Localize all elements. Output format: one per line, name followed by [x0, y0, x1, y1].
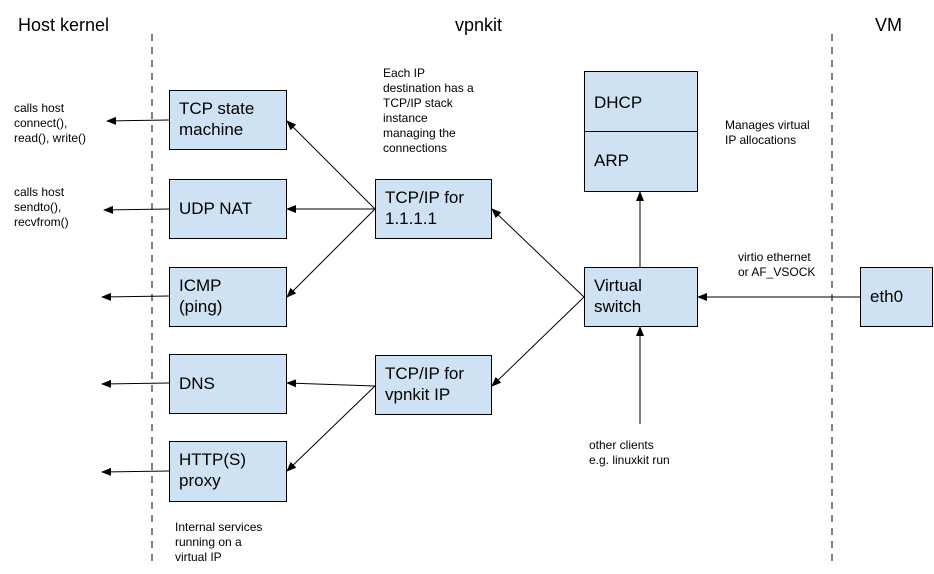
virtual-switch-box: Virtual switch: [584, 267, 698, 327]
arrow-tcp-to-host: [106, 116, 170, 125]
arrow-vpnkit-stack-to-http: [286, 385, 376, 472]
note-virtio: virtio ethernet or AF_VSOCK: [738, 250, 815, 280]
note-line: destination has a: [383, 81, 474, 95]
note-line: virtual IP: [175, 550, 222, 564]
virtual-switch-line-1: Virtual: [594, 276, 642, 295]
arrow-stack-to-icmp: [286, 208, 376, 298]
note-line: calls host: [14, 185, 65, 199]
tcpip-1111-line-1: TCP/IP for: [385, 188, 465, 207]
arrow-switch-to-stack-1111: [491, 208, 585, 298]
arrow-switch-to-stack-vpnkit: [491, 296, 585, 387]
note-line: running on a: [175, 535, 242, 549]
arrow-http-to-host: [101, 467, 170, 476]
http-proxy-line-1: HTTP(S): [179, 450, 247, 469]
arrow-stack-to-tcp: [286, 120, 376, 210]
note-manages-ip: Manages virtual IP allocations: [725, 118, 810, 148]
tcp-state-machine-line-2: machine: [179, 120, 244, 139]
virtual-switch-line-2: switch: [594, 297, 642, 316]
note-line: IP allocations: [725, 133, 797, 147]
note-line: connections: [383, 141, 448, 155]
arp-label: ARP: [594, 151, 629, 170]
tcpip-vpnkit-box: TCP/IP for vpnkit IP: [375, 355, 492, 415]
arrow-udp-to-host: [103, 205, 170, 214]
note-line: Internal services: [175, 520, 263, 534]
udp-nat-label: UDP NAT: [179, 199, 253, 218]
note-line: other clients: [589, 438, 654, 452]
tcpip-vpnkit-line-1: TCP/IP for: [385, 364, 465, 383]
note-line: connect(),: [14, 116, 68, 130]
dns-box: DNS: [169, 354, 287, 414]
eth0-label: eth0: [870, 287, 904, 306]
tcpip-1111-line-2: 1.1.1.1: [385, 209, 437, 228]
note-calls-sendto: calls host sendto(), recvfrom(): [14, 185, 69, 230]
eth0-box: eth0: [860, 267, 933, 327]
tcpip-vpnkit-line-2: vpnkit IP: [385, 385, 451, 404]
note-line: TCP/IP stack: [383, 96, 453, 110]
dhcp-label: DHCP: [594, 93, 643, 112]
udp-nat-box: UDP NAT: [169, 179, 287, 239]
icmp-line-2: (ping): [179, 297, 223, 316]
host-kernel-heading: Host kernel: [18, 15, 110, 35]
note-stack-instance: Each IP destination has a TCP/IP stack i…: [383, 66, 474, 156]
note-line: Each IP: [383, 66, 426, 80]
vpnkit-heading: vpnkit: [455, 15, 503, 35]
dhcp-box: DHCP: [584, 71, 698, 132]
arrow-icmp-to-host: [101, 292, 170, 301]
note-line: virtio ethernet: [738, 250, 811, 264]
arrow-dns-to-host: [101, 379, 170, 388]
http-proxy-box: HTTP(S) proxy: [169, 441, 287, 502]
note-line: recvfrom(): [14, 215, 69, 229]
note-line: e.g. linuxkit run: [589, 453, 670, 467]
icmp-box: ICMP (ping): [169, 267, 287, 327]
tcp-state-machine-line-1: TCP state: [179, 99, 255, 118]
note-calls-connect: calls host connect(), read(), write(): [14, 101, 86, 146]
note-line: Manages virtual: [725, 118, 810, 132]
arp-box: ARP: [584, 131, 698, 192]
note-internal-services: Internal services running on a virtual I…: [175, 520, 262, 565]
tcpip-1111-box: TCP/IP for 1.1.1.1: [375, 179, 492, 239]
icmp-line-1: ICMP: [179, 276, 222, 295]
http-proxy-line-2: proxy: [179, 471, 221, 490]
vm-heading: VM: [875, 15, 902, 35]
note-line: or AF_VSOCK: [738, 265, 816, 279]
note-line: managing the: [383, 126, 456, 140]
note-line: read(), write(): [14, 131, 87, 145]
note-line: instance: [383, 111, 428, 125]
tcp-state-machine-box: TCP state machine: [169, 90, 287, 150]
arrow-vpnkit-stack-to-dns: [286, 379, 376, 388]
note-line: calls host: [14, 101, 65, 115]
note-line: sendto(),: [14, 200, 62, 214]
dns-label: DNS: [179, 374, 215, 393]
note-other-clients: other clients e.g. linuxkit run: [589, 438, 670, 468]
